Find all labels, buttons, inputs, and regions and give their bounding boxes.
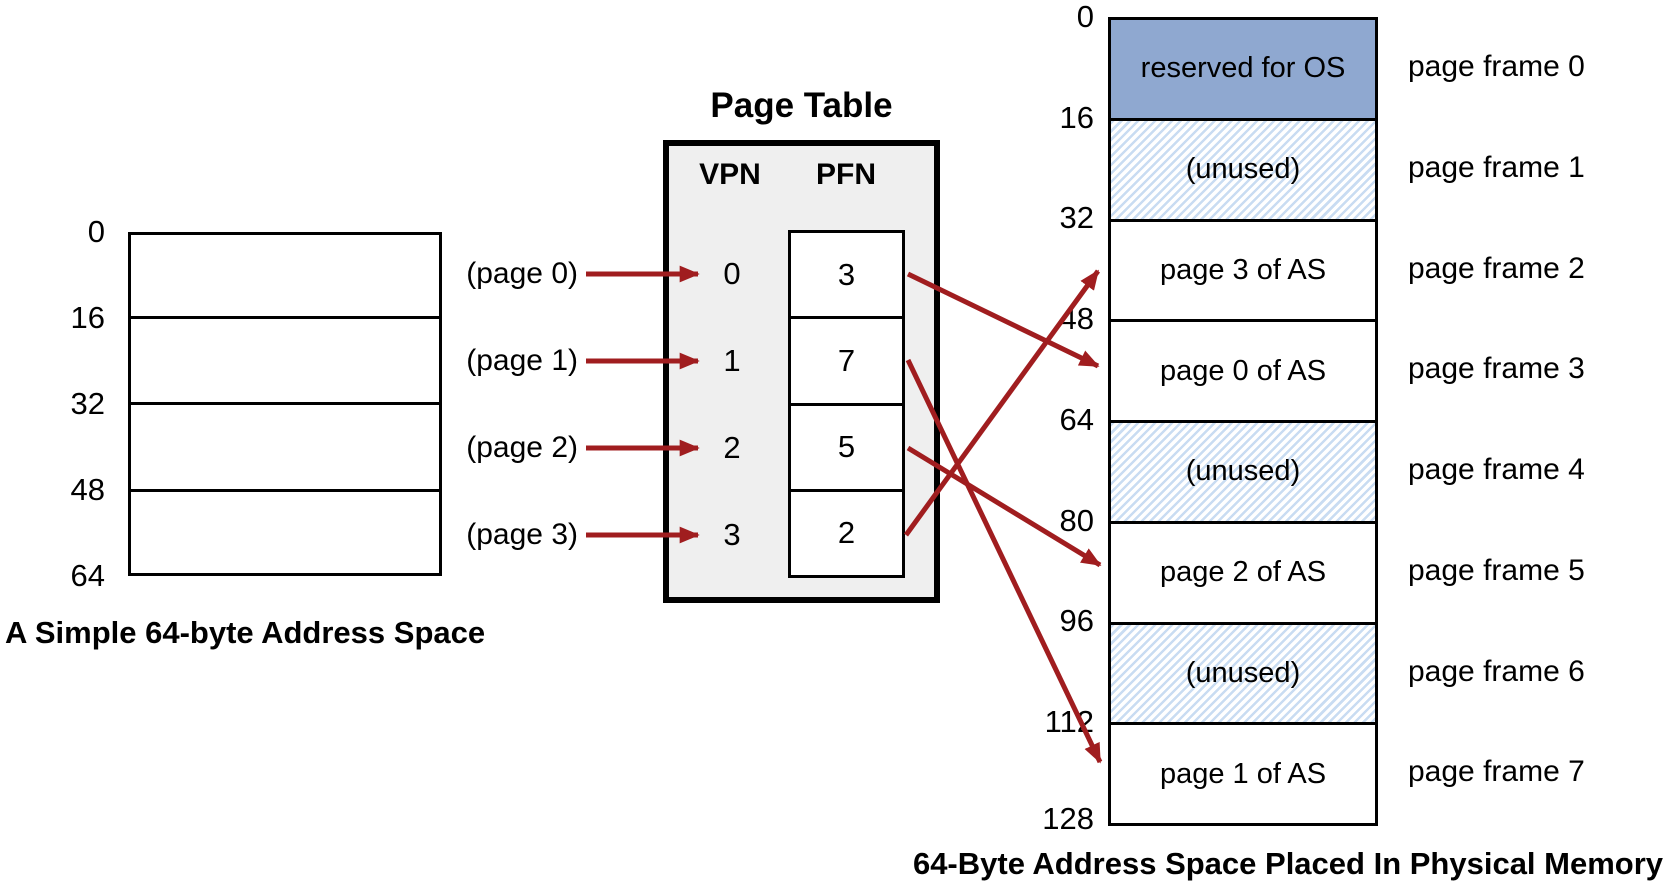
- pm-address-label-16: 16: [1059, 100, 1094, 135]
- frame-7-content: page 1 of AS: [1159, 757, 1327, 790]
- vpn-value-3: 3: [723, 517, 741, 552]
- frame-4-content: (unused): [1185, 455, 1301, 488]
- memory-frame-3: page 0 of AS: [1111, 322, 1375, 423]
- frame-6-content: (unused): [1185, 656, 1301, 689]
- as-divider-48: [131, 489, 439, 492]
- vpn-value-0: 0: [723, 256, 741, 291]
- page-2-label: (page 2): [466, 431, 578, 464]
- memory-frame-0: reserved for OS: [1111, 20, 1375, 121]
- address-space-caption: A Simple 64-byte Address Space: [5, 615, 486, 650]
- as-address-label-32: 32: [70, 386, 105, 421]
- as-divider-32: [131, 402, 439, 405]
- pfn-entry-1: 7: [791, 319, 902, 406]
- page-table-title: Page Table: [710, 86, 893, 125]
- page-frame-0-label: page frame 0: [1408, 50, 1585, 83]
- as-address-label-48: 48: [70, 472, 105, 507]
- pfn-entry-3: 2: [837, 515, 856, 551]
- pm-address-label-64: 64: [1059, 402, 1094, 437]
- page-frame-4-label: page frame 4: [1408, 453, 1585, 486]
- memory-frame-1: (unused): [1111, 120, 1375, 222]
- page-0-label: (page 0): [466, 257, 578, 290]
- pm-address-label-32: 32: [1059, 200, 1094, 235]
- page-frame-1-label: page frame 1: [1408, 151, 1585, 184]
- pm-address-label-48: 48: [1059, 301, 1094, 336]
- pfn-entry-2: 5: [791, 406, 902, 492]
- pm-address-label-0: 0: [1076, 0, 1094, 34]
- pm-address-label-96: 96: [1059, 603, 1094, 638]
- vpn-value-2: 2: [723, 430, 741, 465]
- as-address-label-64: 64: [70, 558, 105, 593]
- pm-address-label-80: 80: [1059, 503, 1094, 538]
- as-divider-16: [131, 316, 439, 319]
- page-frame-5-label: page frame 5: [1408, 554, 1585, 587]
- memory-frame-2: page 3 of AS: [1111, 221, 1375, 323]
- pm-address-label-112: 112: [1044, 704, 1094, 739]
- page-frame-6-label: page frame 6: [1408, 655, 1585, 688]
- as-address-label-16: 16: [70, 300, 105, 335]
- memory-frame-4: (unused): [1111, 423, 1375, 524]
- frame-0-content: reserved for OS: [1140, 52, 1346, 85]
- frame-3-content: page 0 of AS: [1159, 354, 1327, 387]
- vpn-value-1: 1: [723, 343, 741, 378]
- page-frame-2-label: page frame 2: [1408, 252, 1585, 285]
- pm-address-label-128: 128: [1042, 801, 1094, 836]
- physical-memory-box: reserved for OS (unused) page 3 of AS pa…: [1108, 17, 1378, 826]
- pfn-column: 3 7 5 2: [788, 230, 905, 578]
- memory-frame-5: page 2 of AS: [1111, 523, 1375, 625]
- frame-1-content: (unused): [1185, 153, 1301, 186]
- vpn-column-header: VPN: [699, 158, 761, 191]
- pfn-entry-0: 3: [791, 233, 902, 320]
- physical-memory-caption: 64-Byte Address Space Placed In Physical…: [912, 846, 1664, 881]
- page-frame-3-label: page frame 3: [1408, 352, 1585, 385]
- as-address-label-0: 0: [87, 214, 105, 249]
- page-1-label: (page 1): [466, 344, 578, 377]
- frame-5-content: page 2 of AS: [1159, 556, 1327, 589]
- page-3-label: (page 3): [466, 518, 578, 551]
- page-frame-7-label: page frame 7: [1408, 755, 1585, 788]
- memory-frame-6: (unused): [1111, 624, 1375, 726]
- memory-frame-7: page 1 of AS: [1111, 725, 1375, 823]
- frame-2-content: page 3 of AS: [1159, 253, 1327, 286]
- pfn-column-header: PFN: [816, 158, 876, 191]
